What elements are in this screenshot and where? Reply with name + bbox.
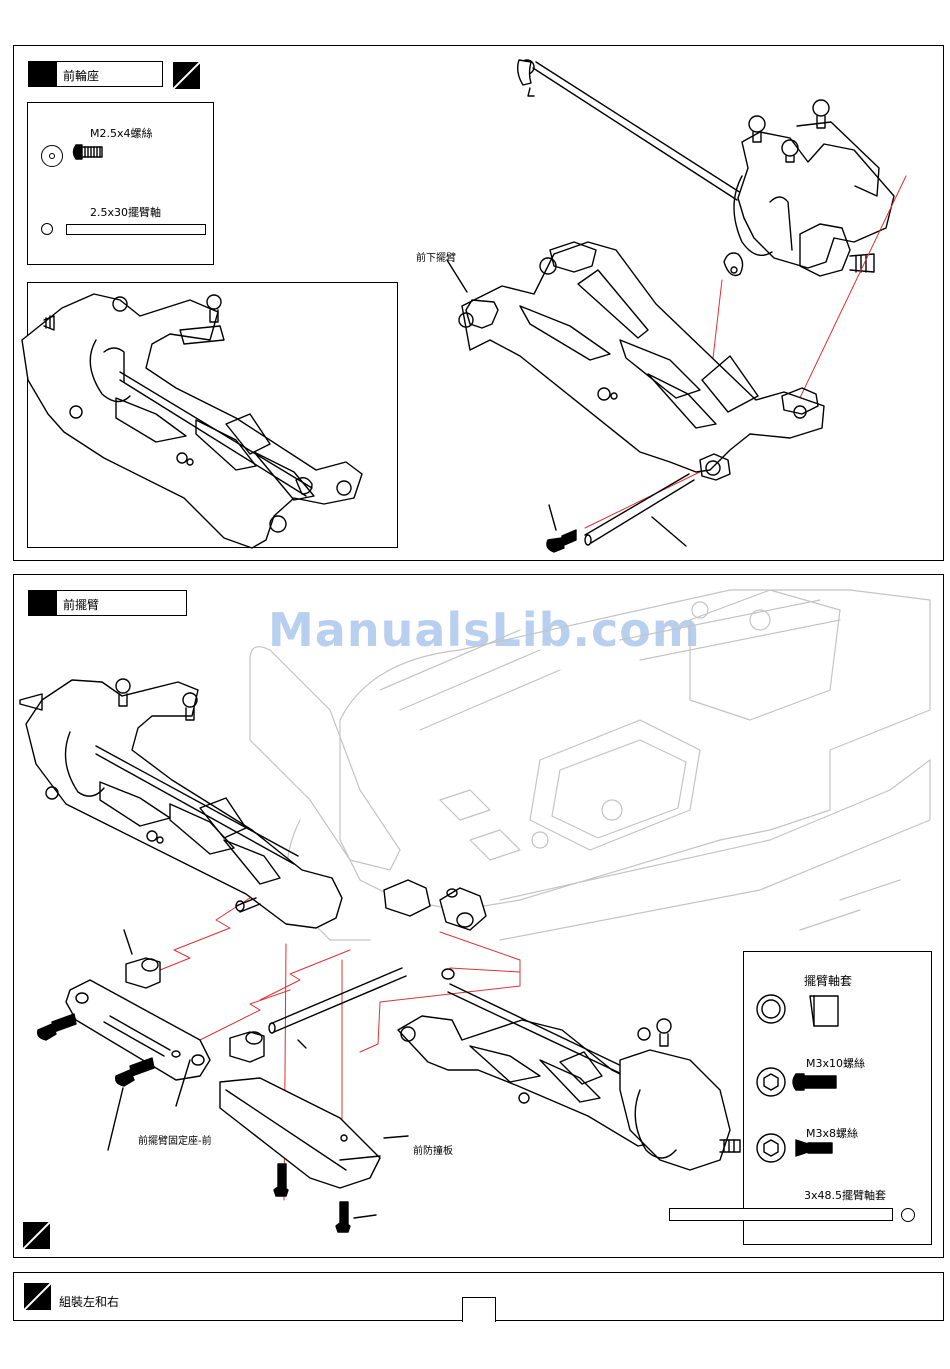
ghost-chassis-drawing xyxy=(250,590,930,940)
arm-callout-line xyxy=(447,260,467,292)
step2-hinge-pin-drawing xyxy=(269,968,406,1048)
driveshaft-drawing xyxy=(518,60,741,200)
bumper-drawing xyxy=(220,1078,380,1188)
parts-box-icons xyxy=(757,995,838,1162)
step2-left-arm-drawing xyxy=(20,679,342,928)
assembled-arm-drawing xyxy=(22,294,362,548)
step2-right-arm-drawing xyxy=(398,969,740,1170)
screw-icon xyxy=(74,145,103,159)
hub-carrier-drawing xyxy=(724,100,894,276)
lower-arm-drawing xyxy=(459,242,824,480)
bulkhead-drawing xyxy=(384,880,486,930)
